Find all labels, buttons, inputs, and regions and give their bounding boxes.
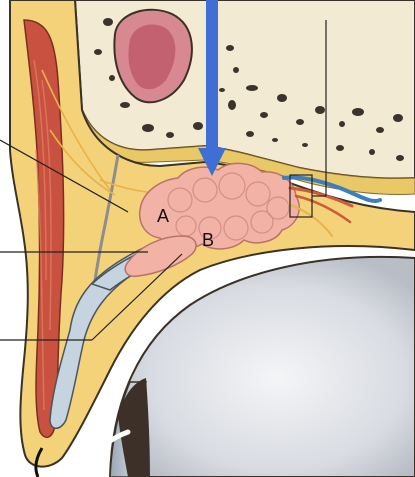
- label-b: B: [202, 230, 214, 250]
- palpebral-lobe: [124, 235, 197, 278]
- orbicularis-texture: [33, 59, 52, 411]
- blue-arrow: [198, 0, 226, 176]
- pointer-lines: [0, 20, 327, 341]
- eyelash: [34, 447, 44, 477]
- frontal-sinus-inner: [128, 24, 176, 90]
- blood-vessels: [282, 175, 382, 237]
- bone-porosity: [94, 18, 404, 161]
- cornea-highlight: [89, 429, 131, 463]
- iris: [118, 378, 150, 477]
- label-a: A: [157, 206, 169, 226]
